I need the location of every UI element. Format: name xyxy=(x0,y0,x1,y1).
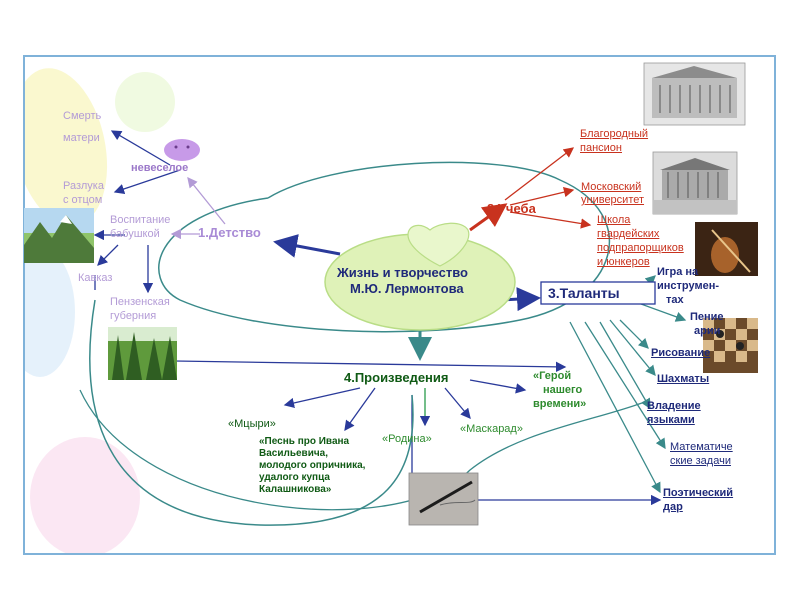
picture-university xyxy=(652,151,738,215)
work-item: «Мцыри» xyxy=(228,418,276,430)
childhood-item: Смерть xyxy=(63,110,102,122)
work-item: времени» xyxy=(533,398,587,410)
diagram-frame xyxy=(23,55,776,555)
talent-item: дар xyxy=(663,501,683,513)
talent-item: Рисование xyxy=(651,347,711,359)
study-item: гвардейских xyxy=(597,228,660,240)
picture-violin xyxy=(695,222,758,276)
childhood-item: Разлука xyxy=(63,180,104,192)
talent-item: Владение xyxy=(647,400,701,412)
picture-chess xyxy=(703,318,758,373)
work-item: Васильевича, xyxy=(259,448,328,459)
study-title: 2.Учеба xyxy=(487,201,536,216)
study-item: университет xyxy=(581,194,645,206)
work-item: «Родина» xyxy=(382,433,432,445)
study-item: подпрапорщиков xyxy=(597,242,684,254)
work-item: «Маскарад» xyxy=(460,423,523,435)
decor-blob-pink xyxy=(30,437,140,553)
talent-item: инструмен- xyxy=(657,280,720,292)
work-item: Калашникова» xyxy=(259,484,332,495)
childhood-item: Кавказ xyxy=(78,272,113,284)
talent-item: Пение xyxy=(690,311,724,323)
childhood-item: Воспитание xyxy=(110,214,171,226)
heart-icon xyxy=(407,222,470,267)
study-item: пансион xyxy=(580,142,622,154)
arrow-mood-to-death xyxy=(110,130,171,166)
talent-item: арии xyxy=(694,325,721,337)
talent-item: Поэтический xyxy=(663,487,734,499)
work-item: удалого купца xyxy=(259,472,330,483)
work-item: «Герой xyxy=(533,370,572,382)
work-item: молодого опричника, xyxy=(259,460,366,471)
picture-mountains xyxy=(24,208,94,263)
study-item: Московский xyxy=(581,181,642,193)
smiley-face-icon xyxy=(164,139,200,161)
childhood-item: матери xyxy=(63,132,100,144)
picture-boarding-school xyxy=(643,62,746,126)
study-item: Школа xyxy=(597,214,631,226)
center-title-line2: М.Ю. Лермонтова xyxy=(350,281,464,296)
talent-item: ские задачи xyxy=(670,455,731,467)
study-item: Благородный xyxy=(580,128,649,140)
center-title-line1: Жизнь и творчество xyxy=(337,265,468,280)
works-title: 4.Произведения xyxy=(344,370,449,385)
childhood-item: губерния xyxy=(110,310,157,322)
mood-label: невеселое xyxy=(131,162,189,174)
picture-forest xyxy=(108,327,177,380)
talent-item: тах xyxy=(666,294,684,306)
picture-quill-pen xyxy=(408,472,479,526)
work-item: «Песнь про Ивана xyxy=(259,436,350,447)
decor-blob-green xyxy=(115,72,175,132)
talents-box xyxy=(540,281,656,305)
childhood-item: бабушкой xyxy=(110,228,160,240)
talent-item: Математиче xyxy=(670,441,733,453)
childhood-item: с отцом xyxy=(63,194,103,206)
work-item: нашего xyxy=(543,384,583,396)
childhood-title: 1.Детство xyxy=(198,225,261,240)
talent-item: Игра на xyxy=(657,266,699,278)
talent-item: Шахматы xyxy=(657,373,710,385)
childhood-item: Пензенская xyxy=(110,296,170,308)
study-item: и юнкеров xyxy=(597,256,650,268)
talents-title: 3.Таланты xyxy=(548,285,620,301)
talent-item: языками xyxy=(647,414,695,426)
